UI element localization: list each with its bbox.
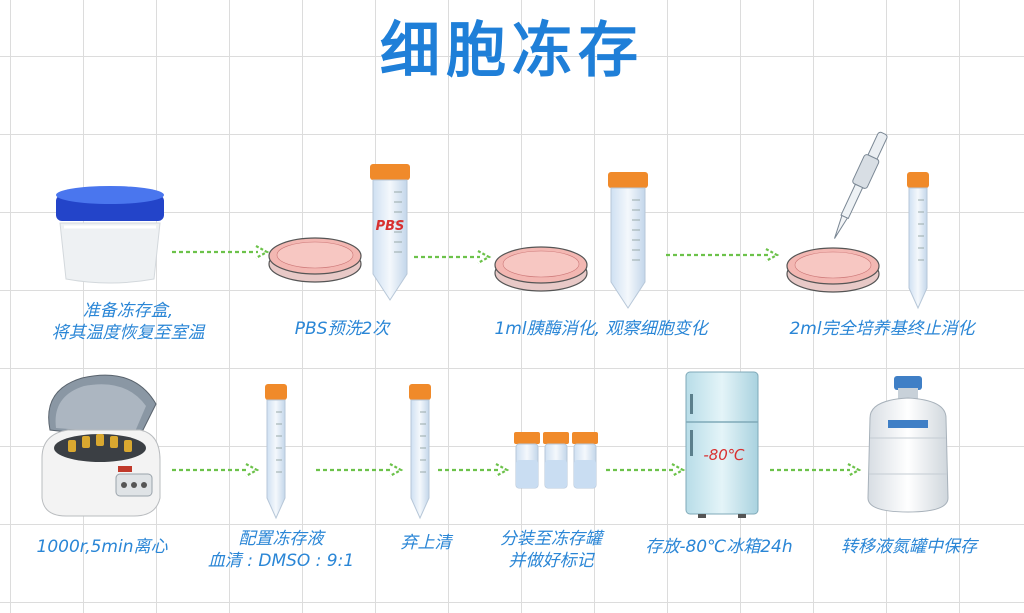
freezing-box-icon xyxy=(56,186,164,284)
step-label-line: 血清 : DMSO : 9:1 xyxy=(207,551,355,571)
step-label-pbs-wash: PBS预洗2次 xyxy=(262,318,422,340)
centrifuge-tube-icon xyxy=(265,384,287,520)
arrow-icon xyxy=(666,248,780,262)
step-label-liquid-nitrogen: 转移液氮罐中保存 xyxy=(814,536,1004,558)
step-label-prepare-box: 准备冻存盒, 将其温度恢复至室温 xyxy=(28,300,228,344)
step-label-freezing-medium: 配置冻存液 血清 : DMSO : 9:1 xyxy=(186,528,376,572)
step-label-line: 2ml完全培养基终止消化 xyxy=(789,319,975,339)
petri-dish-icon xyxy=(494,246,588,292)
freezer-temp-text: -80℃ xyxy=(703,446,744,464)
arrow-icon xyxy=(770,463,862,477)
centrifuge-tube-icon xyxy=(409,384,431,520)
step-label-line: 分装至冻存罐 xyxy=(500,529,602,549)
freezer-icon: -80℃ xyxy=(685,371,759,518)
step-label-centrifuge: 1000r,5min离心 xyxy=(22,536,182,558)
arrow-icon xyxy=(414,250,492,264)
step-label-line: 1ml胰酶消化, 观察细胞变化 xyxy=(494,319,708,339)
step-label-store-freezer: 存放-80℃冰箱24h xyxy=(624,536,814,558)
centrifuge-tube-icon xyxy=(608,172,648,309)
step-label-line: 弃上清 xyxy=(400,533,452,553)
arrow-icon xyxy=(606,463,686,477)
step-label-line: 存放-80℃冰箱24h xyxy=(645,537,793,557)
cryovials-icon xyxy=(514,432,598,489)
step-label-stop-digestion: 2ml完全培养基终止消化 xyxy=(762,318,1002,340)
pbs-tube-icon: PBS xyxy=(370,164,410,301)
step-label-line: 配置冻存液 xyxy=(238,529,324,549)
petri-dish-icon xyxy=(786,247,880,293)
liquid-nitrogen-tank-icon xyxy=(867,376,949,513)
arrow-icon xyxy=(172,463,260,477)
step-label-line: 1000r,5min离心 xyxy=(36,537,168,557)
step-label-line: 准备冻存盒, xyxy=(82,301,174,321)
page-title: 细胞冻存 xyxy=(380,16,644,86)
step-label-trypsin: 1ml胰酶消化, 观察细胞变化 xyxy=(456,318,746,340)
step-label-aliquot: 分装至冻存罐 并做好标记 xyxy=(476,528,626,572)
pipette-icon xyxy=(834,131,888,239)
arrow-icon xyxy=(172,245,270,259)
pbs-tube-text: PBS xyxy=(376,219,405,234)
step-label-line: 将其温度恢复至室温 xyxy=(51,323,205,343)
centrifuge-icon xyxy=(41,374,161,517)
step-label-discard-supernatant: 弃上清 xyxy=(376,532,476,554)
step-label-line: PBS预洗2次 xyxy=(294,319,390,339)
petri-dish-icon xyxy=(268,237,362,283)
arrow-icon xyxy=(438,463,510,477)
arrow-icon xyxy=(316,463,404,477)
step-label-line: 并做好标记 xyxy=(508,551,594,571)
centrifuge-tube-icon xyxy=(907,172,929,310)
step-label-line: 转移液氮罐中保存 xyxy=(841,537,977,557)
